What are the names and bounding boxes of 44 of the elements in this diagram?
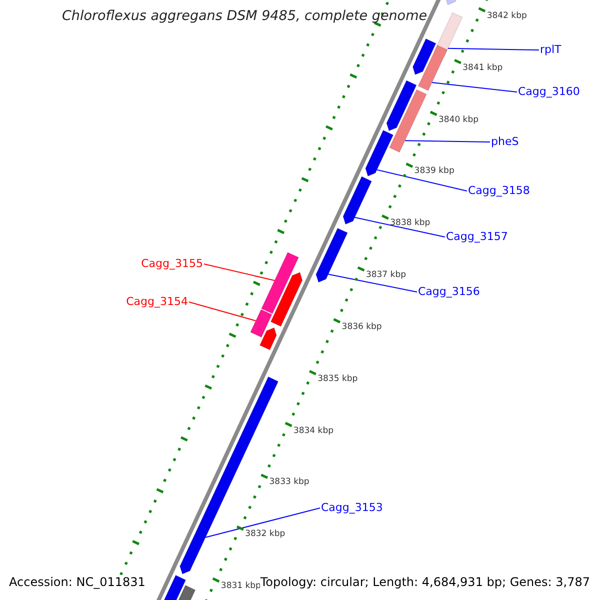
gene-segment <box>261 252 299 314</box>
tick-label: 3838 kbp <box>390 217 430 230</box>
leader-line <box>404 140 490 142</box>
gene-label: Cagg_3153 <box>321 501 383 515</box>
gene-segment <box>412 38 436 75</box>
leader-line <box>447 48 540 50</box>
tick-label: 3836 kbp <box>342 320 382 334</box>
gene-label: Cagg_3156 <box>418 285 480 299</box>
gene-label: pheS <box>491 135 519 149</box>
gene-segment <box>316 228 348 283</box>
tick-label: 3840 kbp <box>438 114 479 127</box>
leader-line <box>204 264 276 281</box>
gene-label: rplT <box>540 43 562 57</box>
gene-segment <box>259 327 277 350</box>
leader-line <box>432 82 518 92</box>
tick-label: 3835 kbp <box>318 372 358 386</box>
gene-label: Cagg_3157 <box>446 230 508 244</box>
gene-segment <box>270 272 303 327</box>
tick-label: 3831 kbp <box>220 581 261 594</box>
gene-segment <box>418 44 448 91</box>
gene-label: Cagg_3154 <box>126 295 188 309</box>
tick-label: 3841 kbp <box>462 62 503 75</box>
title: Chloroflexus aggregans DSM 9485, complete genome <box>62 9 428 23</box>
gene-segment <box>389 89 427 153</box>
tick-label: 3834 kbp <box>293 424 334 438</box>
leader-line <box>376 169 468 192</box>
gene-label: Cagg_3158 <box>468 184 530 198</box>
leader-line <box>354 216 446 238</box>
gene-segment <box>365 130 394 176</box>
tick-label: 3839 kbp <box>414 165 454 178</box>
gene-segment <box>342 176 372 225</box>
gene-label: Cagg_3155 <box>141 257 203 271</box>
leader-line <box>328 274 418 292</box>
leader-line <box>205 508 320 538</box>
gene-label: Cagg_3160 <box>518 85 580 99</box>
genome-info: Accession: NC_011831 <box>9 575 146 589</box>
tick-label: 3833 kbp <box>269 476 310 490</box>
genome-info: Topology: circular; Length: 4,684,931 bp; Genes: 3,787 <box>260 575 590 589</box>
gene-segment <box>386 80 417 132</box>
tick-label: 3832 kbp <box>245 528 286 542</box>
gene-segment <box>250 309 272 338</box>
tick-label: 3842 kbp <box>486 10 527 23</box>
tick-label: 3837 kbp <box>366 269 406 282</box>
leader-line <box>188 302 256 322</box>
